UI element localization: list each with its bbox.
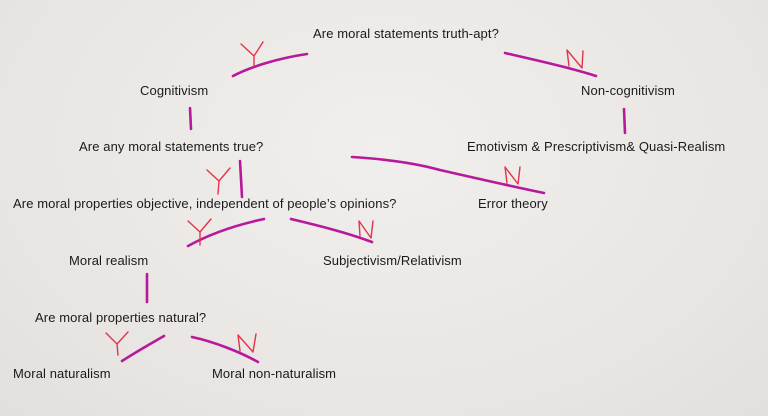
edge-truth-apt-to-cognitivism — [231, 52, 309, 78]
yes-mark-cognitivism — [240, 41, 264, 67]
edge-objective-question-to-subjectivism — [289, 217, 374, 244]
yes-mark-objective — [206, 167, 231, 195]
moral-naturalism-node: Moral naturalism — [13, 366, 111, 381]
edge-natural-question-to-moral-non-naturalism — [190, 335, 260, 364]
edge-true-question-to-error-theory — [350, 155, 546, 195]
edge-true-question-to-objective-question — [238, 159, 244, 199]
edge-truth-apt-to-non-cognitivism — [503, 51, 598, 78]
yes-mark-moral-naturalism — [105, 331, 129, 356]
no-mark-subjectivism — [358, 220, 374, 239]
edge-non-cognitivism-to-emotivism — [622, 107, 627, 135]
no-mark-moral-non-naturalism — [237, 333, 257, 353]
moral-realism-node: Moral realism — [69, 253, 149, 268]
cognitivism-node: Cognitivism — [140, 83, 209, 98]
edge-objective-question-to-moral-realism — [186, 217, 266, 248]
objective-question: Are moral properties objective, independ… — [13, 196, 397, 211]
edge-natural-question-to-moral-naturalism — [120, 334, 166, 363]
emotivism-node: Emotivism & Prescriptivism& Quasi-Realis… — [467, 139, 726, 154]
natural-question: Are moral properties natural? — [35, 310, 207, 325]
no-mark-error-theory — [504, 166, 521, 185]
true-question: Are any moral statements true? — [79, 139, 264, 154]
moral-non-naturalism-node: Moral non-naturalism — [212, 366, 337, 381]
error-theory-node: Error theory — [478, 196, 548, 211]
edge-cognitivism-to-true-question — [188, 106, 193, 131]
truth-apt-question: Are moral statements truth-apt? — [313, 26, 499, 41]
no-mark-non-cognitivism — [566, 49, 584, 69]
yes-mark-moral-realism — [187, 218, 212, 246]
subjectivism-node: Subjectivism/Relativism — [323, 253, 462, 268]
non-cognitivism-node: Non-cognitivism — [581, 83, 675, 98]
